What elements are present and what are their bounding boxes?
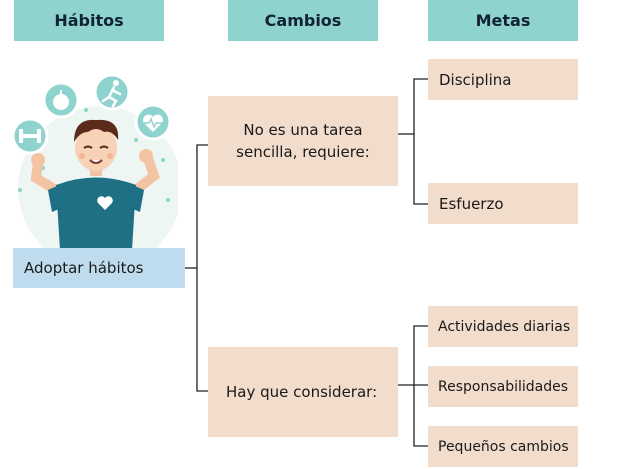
box-adoptar-habitos: Adoptar hábitos — [13, 248, 185, 288]
meta-pequenos-cambios: Pequeños cambios — [428, 426, 578, 467]
heart-icon — [97, 196, 113, 210]
header-habitos: Hábitos — [14, 0, 164, 41]
header-cambios: Cambios — [228, 0, 378, 41]
heart-pulse-icon — [134, 103, 172, 141]
header-metas: Metas — [428, 0, 578, 41]
meta-disciplina-label: Disciplina — [439, 70, 512, 89]
meta-responsabilidades-label: Responsabilidades — [438, 378, 569, 395]
cambio-no-es-sencilla-line1: No es una tarea — [243, 121, 363, 139]
meta-esfuerzo: Esfuerzo — [428, 183, 578, 224]
cambio-hay-que-considerar-label: Hay que considerar: — [226, 383, 378, 401]
meta-disciplina: Disciplina — [428, 59, 578, 100]
cambio-no-es-sencilla-line2: sencilla, requiere: — [236, 143, 370, 161]
meta-pequenos-cambios-label: Pequeños cambios — [438, 438, 569, 455]
meta-esfuerzo-label: Esfuerzo — [439, 194, 504, 213]
box-adoptar-habitos-label: Adoptar hábitos — [24, 259, 144, 277]
cambio-hay-que-considerar: Hay que considerar: — [208, 347, 398, 437]
apple-icon — [42, 81, 80, 119]
runner-icon — [93, 73, 131, 111]
meta-responsabilidades: Responsabilidades — [428, 366, 578, 407]
dumbbell-icon — [11, 117, 49, 155]
cambio-no-es-sencilla: No es una tarea sencilla, requiere: — [208, 96, 398, 186]
meta-actividades-diarias: Actividades diarias — [428, 306, 578, 347]
person-illustration — [11, 73, 178, 250]
meta-actividades-diarias-label: Actividades diarias — [438, 318, 571, 335]
